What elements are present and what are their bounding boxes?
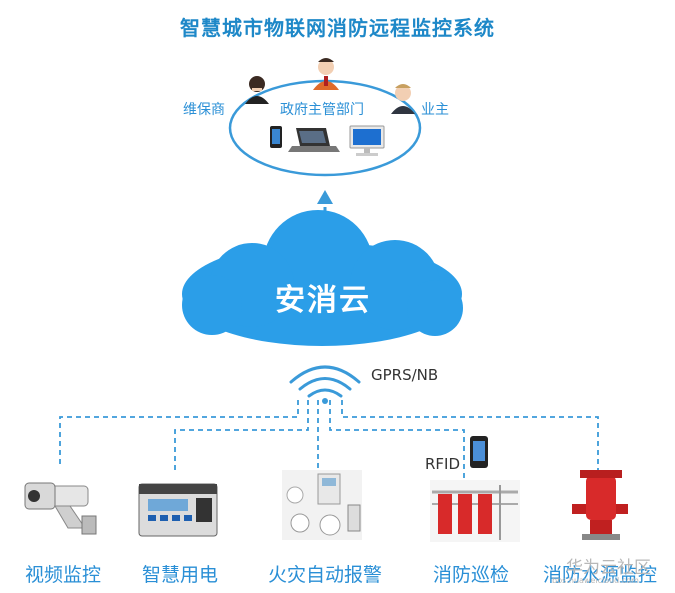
cloud-icon: [182, 210, 463, 346]
owner-person-icon: [391, 84, 415, 114]
wireless-signal-icon: [289, 365, 361, 398]
laptop-icon: [288, 128, 340, 152]
fire-pump-room-icon: [430, 480, 520, 542]
government-person-icon: [313, 58, 339, 90]
fire-alarm-devices-icon: [282, 470, 362, 540]
fire-water-pump-icon: [572, 470, 628, 540]
phone-icon: [270, 126, 282, 148]
role-government: 政府主管部门: [280, 102, 364, 118]
network-lines: [59, 400, 599, 480]
rfid-reader-icon: [470, 436, 488, 468]
smart-power-meter-icon: [138, 483, 218, 537]
watermark-url: bbs.huaweicloud.com: [552, 576, 639, 585]
device-label-patrol: 消防巡检: [433, 564, 510, 586]
device-label-video: 视频监控: [25, 564, 102, 586]
rfid-label: RFID: [425, 455, 461, 473]
maintainer-person-icon: [245, 76, 269, 104]
role-maintainer: 维保商: [183, 102, 225, 118]
watermark-text: 华为云社区: [566, 558, 651, 578]
device-label-fire-alarm: 火灾自动报警: [268, 564, 383, 586]
device-label-power: 智慧用电: [142, 564, 219, 586]
monitor-icon: [349, 125, 385, 156]
camera-icon: [24, 482, 97, 535]
arrow-up-icon: [317, 190, 333, 204]
cloud-label: 安消云: [275, 283, 371, 318]
network-label: GPRS/NB: [371, 366, 439, 384]
role-owner: 业主: [421, 102, 449, 118]
device-label-water-source: 消防水源监控: [543, 564, 658, 586]
diagram-title: 智慧城市物联网消防远程监控系统: [180, 16, 495, 40]
